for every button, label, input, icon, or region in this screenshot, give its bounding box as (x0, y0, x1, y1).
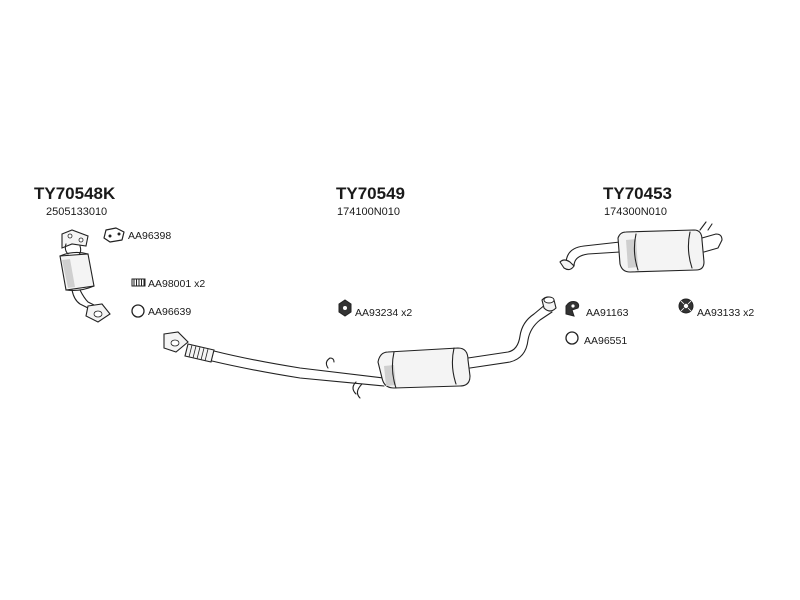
rear-assembly-title[interactable]: TY70453 (603, 184, 672, 203)
front-assembly-title[interactable]: TY70548K (34, 184, 116, 203)
accessory-code: AA93133 x2 (697, 307, 754, 319)
middle-assembly-oem-number: 174100N010 (337, 206, 400, 218)
accessory-aa98001[interactable]: AA98001 x2 (131, 278, 205, 290)
gasket-flange-icon (103, 227, 125, 243)
accessory-code: AA96398 (128, 230, 171, 242)
rubber-mount-icon (678, 298, 694, 314)
front-catalytic-converter-drawing[interactable] (59, 229, 111, 323)
rear-assembly-oem-number: 174300N010 (604, 206, 667, 218)
accessory-aa96551[interactable]: AA96551 (565, 331, 627, 347)
gasket-ring-icon (131, 304, 145, 318)
accessory-code: AA98001 x2 (148, 278, 205, 290)
clamp-icon (565, 301, 580, 317)
middle-pipe-muffler-drawing[interactable] (163, 296, 557, 399)
accessory-aa96398[interactable]: AA96398 (103, 227, 171, 243)
accessory-aa91163[interactable]: AA91163 (565, 301, 629, 320)
accessory-aa93133[interactable]: AA93133 x2 (678, 298, 754, 319)
rear-muffler-drawing[interactable] (559, 221, 723, 273)
accessory-aa96639[interactable]: AA96639 (131, 304, 191, 318)
accessory-aa93234[interactable]: AA93234 x2 (338, 299, 412, 319)
front-assembly-oem-number: 2505133010 (46, 206, 107, 218)
spring-bolt-icon (131, 278, 146, 287)
rubber-mount-icon (338, 299, 352, 317)
accessory-code: AA93234 x2 (355, 307, 412, 319)
accessory-code: AA96639 (148, 306, 191, 318)
accessory-code: AA91163 (586, 307, 629, 319)
accessory-code: AA96551 (584, 335, 627, 347)
gasket-ring-icon (565, 331, 579, 345)
middle-assembly-title[interactable]: TY70549 (336, 184, 405, 203)
